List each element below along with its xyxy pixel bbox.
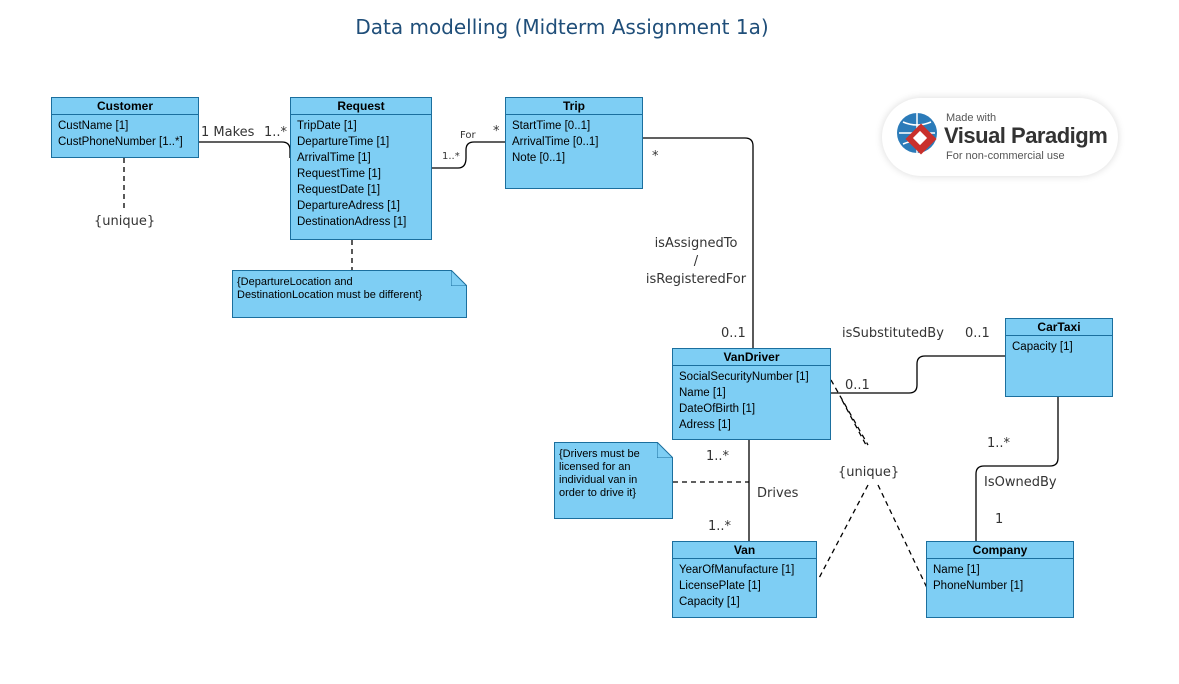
constraint-unique-company bbox=[841, 399, 929, 591]
constraint-unique-van bbox=[817, 379, 869, 581]
attribute: DestinationAdress [1] bbox=[297, 216, 407, 228]
attribute: Capacity [1] bbox=[679, 596, 740, 608]
note-line: DestinationLocation must be different} bbox=[237, 289, 423, 301]
class-company[interactable]: Company Name [1] PhoneNumber [1] bbox=[926, 541, 1074, 618]
assoc-makes bbox=[199, 141, 291, 158]
class-cartaxi[interactable]: CarTaxi Capacity [1] bbox=[1005, 318, 1113, 397]
attribute: LicensePlate [1] bbox=[679, 580, 761, 592]
for-label: For bbox=[460, 130, 476, 141]
class-company-name: Company bbox=[927, 542, 1073, 559]
assoc-for bbox=[432, 141, 505, 169]
badge-brand: Visual Paradigm bbox=[944, 123, 1108, 148]
attribute: Capacity [1] bbox=[1012, 341, 1073, 353]
attribute: YearOfManufacture [1] bbox=[679, 564, 795, 576]
note-line: {Drivers must be bbox=[559, 448, 640, 460]
owned-label: IsOwnedBy bbox=[984, 475, 1057, 490]
note-line: individual van in bbox=[559, 474, 638, 486]
makes-multiplicity: 1..* bbox=[264, 125, 288, 140]
attribute: DateOfBirth [1] bbox=[679, 403, 756, 415]
attribute: RequestTime [1] bbox=[297, 168, 381, 180]
for-multiplicity-trip: * bbox=[493, 124, 500, 139]
class-van-name: Van bbox=[673, 542, 816, 559]
note-location[interactable]: {DepartureLocation and DestinationLocati… bbox=[232, 270, 467, 318]
class-vandriver[interactable]: VanDriver SocialSecurityNumber [1] Name … bbox=[672, 348, 831, 440]
class-cartaxi-name: CarTaxi bbox=[1006, 319, 1112, 336]
note-line: {DepartureLocation and bbox=[237, 276, 353, 288]
substituted-multiplicity-taxi: 0..1 bbox=[965, 326, 990, 341]
attribute: CustPhoneNumber [1..*] bbox=[58, 136, 183, 148]
attribute: Adress [1] bbox=[679, 419, 731, 431]
attribute: Name [1] bbox=[933, 564, 980, 576]
attribute: PhoneNumber [1] bbox=[933, 580, 1024, 592]
drives-label: Drives bbox=[757, 486, 799, 501]
attribute: Note [0..1] bbox=[512, 152, 566, 164]
attribute: RequestDate [1] bbox=[297, 184, 381, 196]
assigned-label-1: isAssignedTo bbox=[654, 236, 738, 251]
for-multiplicity-request: 1..* bbox=[442, 151, 460, 162]
note-fold-icon bbox=[451, 270, 467, 286]
substituted-multiplicity-driver: 0..1 bbox=[845, 378, 870, 393]
constraint-unique-van-label: {unique} bbox=[838, 465, 900, 480]
class-trip[interactable]: Trip StartTime [0..1] ArrivalTime [0..1]… bbox=[505, 97, 643, 189]
note-line: order to drive it} bbox=[559, 487, 637, 499]
attribute: ArrivalTime [0..1] bbox=[512, 136, 599, 148]
class-vandriver-name: VanDriver bbox=[673, 349, 830, 366]
attribute: DepartureTime [1] bbox=[297, 136, 390, 148]
constraint-unique-customer-label: {unique} bbox=[94, 214, 156, 229]
drives-multiplicity-driver: 1..* bbox=[706, 449, 730, 464]
attribute: CustName [1] bbox=[58, 120, 129, 132]
attribute: Name [1] bbox=[679, 387, 726, 399]
diagram-title: Data modelling (Midterm Assignment 1a) bbox=[355, 15, 769, 39]
attribute: TripDate [1] bbox=[297, 120, 357, 132]
makes-label: 1 Makes bbox=[201, 125, 255, 140]
substituted-label: isSubstitutedBy bbox=[842, 326, 944, 341]
visual-paradigm-badge: Made with Visual Paradigm For non-commer… bbox=[882, 98, 1118, 176]
vandriver-multiplicity: 0..1 bbox=[721, 326, 746, 341]
note-line: licensed for an bbox=[559, 461, 631, 473]
drives-multiplicity-van: 1..* bbox=[708, 519, 732, 534]
badge-subtitle: For non-commercial use bbox=[946, 150, 1065, 162]
class-request[interactable]: Request TripDate [1] DepartureTime [1] A… bbox=[290, 97, 432, 240]
attribute: SocialSecurityNumber [1] bbox=[679, 371, 809, 383]
attribute: ArrivalTime [1] bbox=[297, 152, 371, 164]
class-trip-name: Trip bbox=[506, 98, 642, 115]
attribute: DepartureAdress [1] bbox=[297, 200, 400, 212]
badge-made-with: Made with bbox=[946, 112, 997, 124]
assoc-assigned bbox=[643, 137, 754, 348]
assigned-label-2: / bbox=[693, 254, 699, 269]
trip-assigned-multiplicity: * bbox=[652, 149, 659, 164]
class-customer[interactable]: Customer CustName [1] CustPhoneNumber [1… bbox=[51, 97, 199, 158]
owned-multiplicity-company: 1 bbox=[995, 512, 1004, 527]
assoc-owned bbox=[975, 397, 1059, 541]
assigned-label-3: isRegisteredFor bbox=[645, 272, 747, 287]
note-drivers[interactable]: {Drivers must be licensed for an individ… bbox=[554, 442, 673, 519]
owned-multiplicity-taxi: 1..* bbox=[987, 436, 1011, 451]
class-customer-name: Customer bbox=[52, 98, 198, 115]
class-request-name: Request bbox=[291, 98, 431, 115]
attribute: StartTime [0..1] bbox=[512, 120, 591, 132]
assoc-substituted bbox=[831, 355, 1005, 394]
note-fold-icon bbox=[657, 442, 673, 458]
globe-logo-icon bbox=[894, 110, 940, 161]
class-van[interactable]: Van YearOfManufacture [1] LicensePlate [… bbox=[672, 541, 817, 618]
